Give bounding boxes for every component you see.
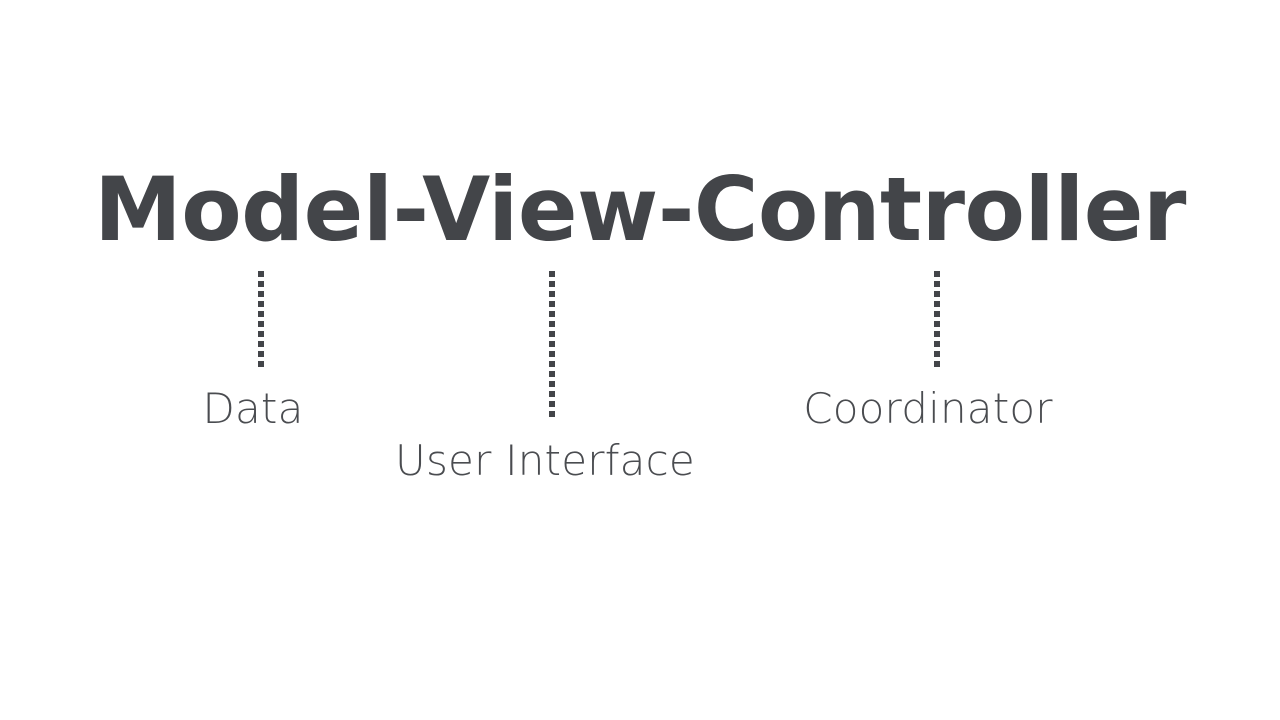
view-connector-dotted-line [549,271,555,418]
view-label: User Interface [395,436,695,485]
model-label: Data [202,384,304,433]
controller-label: Coordinator [803,384,1053,433]
model-connector-dotted-line [258,271,264,368]
page-title: Model-View-Controller [94,158,1186,261]
controller-connector-dotted-line [934,271,940,368]
